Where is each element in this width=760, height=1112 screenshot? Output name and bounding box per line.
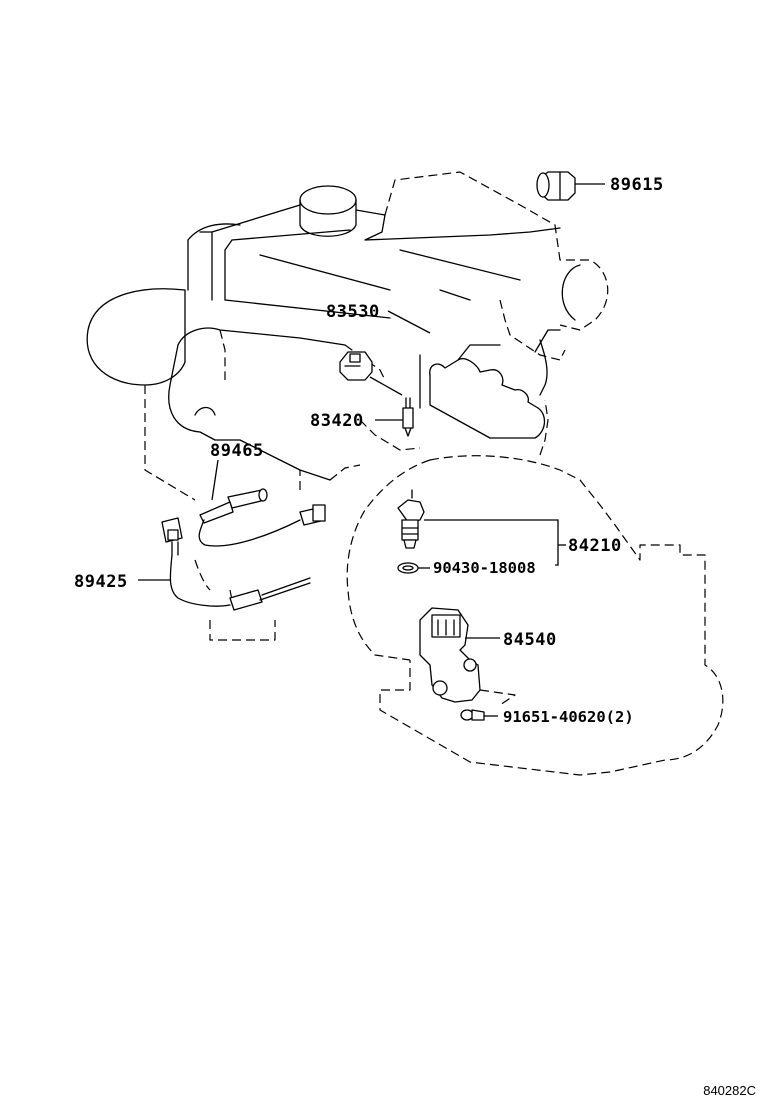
part-84540-switch[interactable] [419,607,481,703]
part-83420-sender[interactable] [402,397,414,437]
engine-outline [86,171,724,776]
leader-84210 [424,519,559,566]
label-90430: 90430-18008 [433,559,536,577]
part-89425-sensor[interactable] [161,517,311,611]
leader-89465 [211,459,219,501]
part-89615-sensor[interactable] [536,171,576,201]
label-83420: 83420 [310,411,364,431]
diagram-reference-code: 840282C [703,1083,756,1098]
leader-83530 [387,310,431,334]
label-89425: 89425 [74,572,128,592]
label-84540: 84540 [503,630,557,650]
label-83530: 83530 [326,302,380,322]
part-90430-gasket[interactable] [397,562,419,574]
part-89465-oxygen-sensor[interactable] [198,488,326,547]
label-89465: 89465 [210,441,264,461]
label-84210: 84210 [568,536,622,556]
part-84210-sending-unit[interactable] [397,489,425,549]
label-89615: 89615 [610,175,664,195]
part-91651-bolt[interactable] [460,709,485,721]
dashed-leader-84540 [479,689,516,706]
part-83530-switch[interactable] [339,351,373,381]
leader-83530-b [369,376,403,396]
label-91651: 91651-40620(2) [503,708,634,726]
